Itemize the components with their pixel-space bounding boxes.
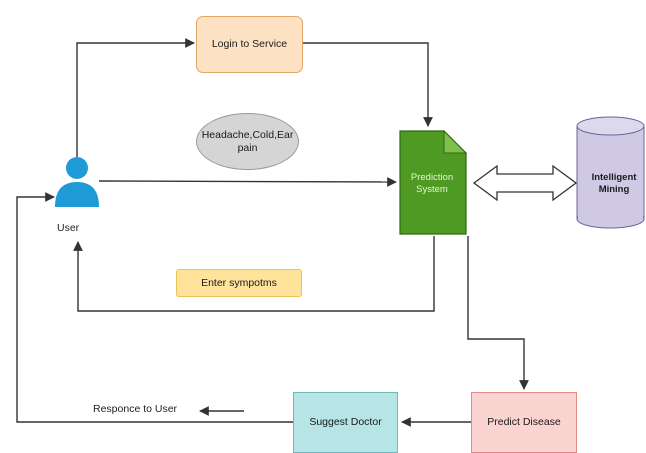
intelligent-mining-label: Intelligent Mining [591,172,637,195]
bidirectional-arrow [472,164,578,202]
user-label: User [57,222,80,234]
symptoms-ellipse: Headache,Cold,Ear pain [196,113,299,170]
login-to-service-label: Login to Service [211,38,288,51]
predict-disease-box: Predict Disease [471,392,577,453]
prediction-system-label: Prediction System [410,172,454,196]
login-to-service-box: Login to Service [196,16,303,73]
response-to-user-label: Responce to User [93,403,178,415]
edge-suggest-to-user [16,192,293,423]
database-icon [576,116,645,229]
predict-disease-label: Predict Disease [487,416,561,429]
edge-login-to-prediction [303,42,433,127]
edge-prediction-to-user [73,236,435,312]
edge-user-to-login [76,38,195,157]
enter-symptoms-box: Enter sympotms [176,269,302,297]
symptoms-ellipse-label: Headache,Cold,Ear pain [201,129,294,154]
prediction-system-shape [399,130,467,235]
user-icon [55,157,99,207]
prediction-system-fold [443,129,468,154]
suggest-doctor-box: Suggest Doctor [293,392,398,453]
enter-symptoms-label: Enter sympotms [201,276,277,289]
edge-user-to-prediction [98,177,397,187]
suggest-doctor-label: Suggest Doctor [309,416,382,429]
edge-prediction-to-predict [467,236,529,390]
